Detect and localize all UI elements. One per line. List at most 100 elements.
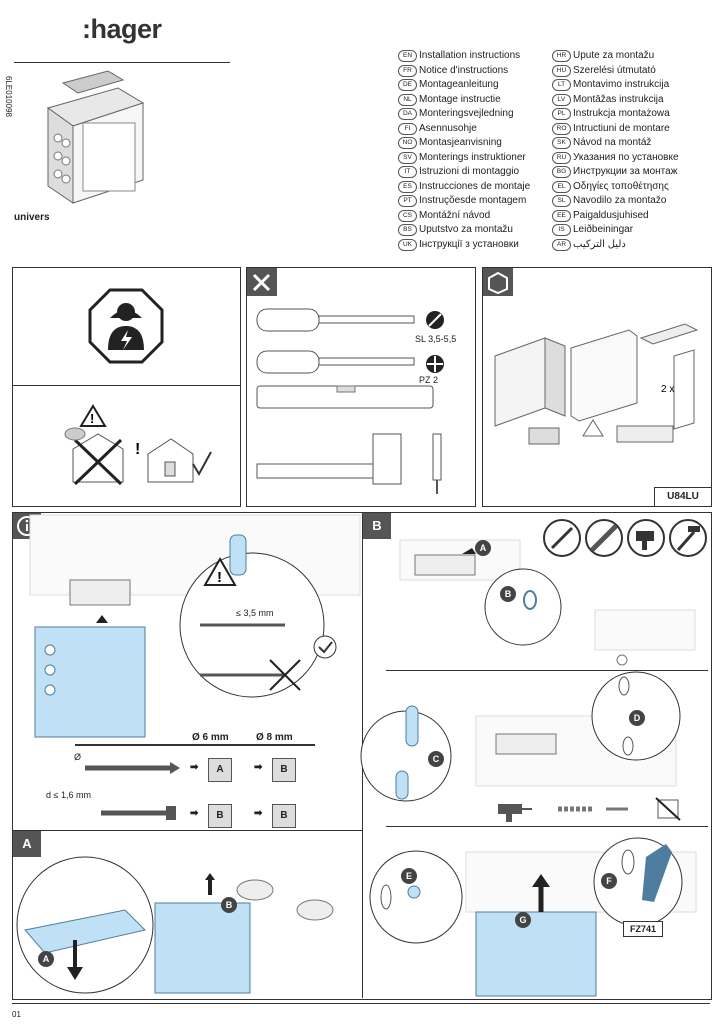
language-label: Montavimo instrukcija	[573, 79, 670, 90]
language-code-badge: FR	[398, 64, 417, 77]
language-code-badge: PL	[552, 108, 571, 121]
header-divider	[14, 62, 230, 63]
section-b-step-c: C	[428, 751, 444, 767]
slot-screwdriver-size: SL 3,5-5,5	[415, 334, 457, 344]
doc-code-text: 6LE010098	[3, 76, 13, 117]
language-label: Szerelési útmutató	[573, 64, 656, 76]
language-code-badge: HR	[552, 50, 571, 63]
section-b-divider-2	[386, 826, 708, 827]
section-b-step-b: B	[500, 586, 516, 602]
page-number: 01	[12, 1010, 21, 1019]
arrow-1b: ➡	[254, 762, 263, 773]
indoor-use-panel: ! !	[12, 385, 241, 507]
language-code-badge: IT	[398, 166, 417, 179]
section-b-divider-1	[386, 670, 708, 671]
language-code-badge: SL	[552, 195, 571, 208]
row1-option-1: A	[208, 758, 232, 782]
enclosure-illustration	[46, 70, 145, 204]
section-a-step-b: B	[221, 897, 237, 913]
language-code-badge: NL	[398, 93, 417, 106]
screw-limit-label: ≤ 3,5 mm	[236, 608, 274, 618]
language-code-badge: EL	[552, 180, 571, 193]
language-label: دليل التركيب	[573, 238, 626, 250]
language-code-badge: RO	[552, 122, 571, 135]
section-a-illustration	[16, 856, 334, 994]
footer-divider	[12, 1003, 710, 1004]
section-b-step-a: A	[475, 540, 491, 556]
section-b-step-d: D	[629, 710, 645, 726]
svg-text:!: !	[217, 569, 222, 586]
language-code-badge: PT	[398, 195, 417, 208]
svg-text:!: !	[135, 441, 140, 458]
contents-panel: 2 x U84LU	[482, 267, 712, 507]
language-label: Monterings instruktioner	[419, 151, 526, 163]
qualified-electrician-panel	[12, 267, 241, 387]
brand-logo: :hager	[82, 14, 162, 44]
section-b-top-illustration	[399, 539, 696, 666]
language-label: Инструкции за монтаж	[573, 166, 678, 177]
language-label: Montasjeanvisning	[419, 137, 502, 148]
section-b-step-e: E	[401, 868, 417, 884]
language-code-badge: BG	[552, 166, 571, 179]
language-label: Leiðbeiningar	[573, 224, 634, 235]
language-label: Указания по установке	[573, 151, 679, 163]
section-b-mid-illustration	[360, 671, 681, 802]
tools-panel: SL 3,5-5,5 PZ 2	[246, 267, 476, 507]
language-label: Instrucciones de montaje	[419, 180, 531, 192]
language-code-badge: AR	[552, 238, 571, 251]
tools-icon	[247, 268, 277, 296]
product-ref: U84LU	[654, 487, 712, 507]
section-b-bottom-illustration	[369, 837, 697, 997]
language-code-badge: ES	[398, 180, 417, 193]
svg-text:!: !	[90, 411, 94, 426]
language-code-badge: DE	[398, 79, 417, 92]
quantity-label: 2 x	[661, 384, 674, 395]
section-a-tag: A	[13, 831, 41, 857]
language-label: Upute za montažu	[573, 50, 655, 61]
arrow-1a: ➡	[190, 762, 199, 773]
doc-code: 6LE010098	[4, 70, 22, 130]
row1-option-2: B	[272, 758, 296, 782]
bolt-icon	[101, 806, 176, 820]
language-label: Οδηγίες τοποθέτησης	[573, 180, 669, 192]
language-label: Istruzioni di montaggio	[419, 166, 520, 177]
language-label: Montāžas instrukcija	[573, 93, 664, 105]
language-label: Instruçõesde montagem	[419, 195, 527, 206]
row2-option-2: B	[272, 804, 296, 828]
language-label: Інструкції з установки	[419, 238, 519, 250]
language-label: Montážní návod	[419, 209, 491, 221]
language-code-badge: RU	[552, 151, 571, 164]
language-code-badge: BS	[398, 224, 417, 237]
language-label: Instrukcja montażowa	[573, 108, 670, 119]
language-code-badge: IS	[552, 224, 571, 237]
language-code-badge: LV	[552, 93, 571, 106]
section-a-step-a: A	[38, 951, 54, 967]
wood-screw-icon	[85, 762, 180, 774]
language-code-badge: EE	[552, 209, 571, 222]
language-code-badge: UK	[398, 238, 417, 251]
box-icon	[483, 268, 513, 296]
language-label: Monteringsvejledning	[419, 108, 514, 119]
language-label: Asennusohje	[419, 122, 477, 134]
drill-and-plug-icons	[498, 797, 681, 822]
section-b-tag: B	[363, 513, 391, 539]
diameter-8-label: Ø 8 mm	[256, 732, 293, 743]
